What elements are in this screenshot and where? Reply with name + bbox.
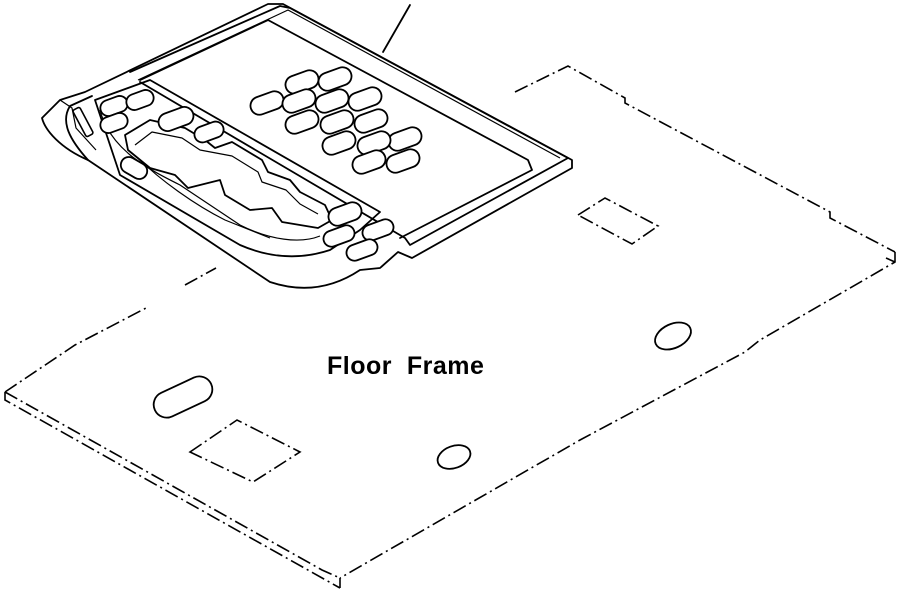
floor-openings — [152, 197, 692, 483]
floor-mat — [41, 3, 573, 289]
floor-frame-label: Floor Frame — [327, 352, 485, 380]
mat-tread-pads — [99, 66, 423, 262]
leader-line — [382, 4, 411, 53]
floor-frame-outline — [4, 65, 896, 589]
